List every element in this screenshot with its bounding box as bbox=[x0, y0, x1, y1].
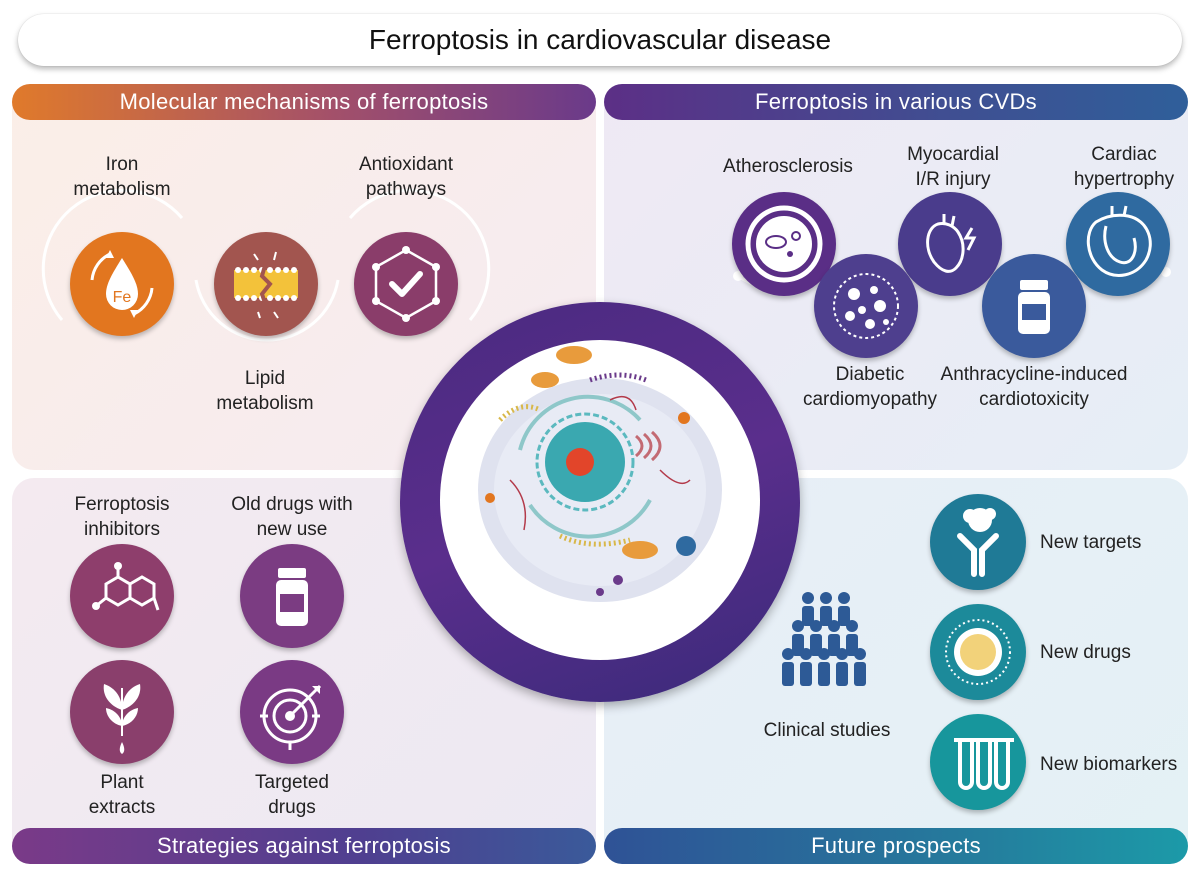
prospects-header: Future prospects bbox=[604, 828, 1188, 864]
enlarged-heart-icon bbox=[1066, 192, 1170, 296]
hypertrophy-label: Cardiac hypertrophy bbox=[1073, 144, 1175, 190]
targeted-label: Targeted drugs bbox=[255, 772, 329, 818]
molecule-icon bbox=[70, 544, 174, 648]
antioxidant-check-icon bbox=[354, 232, 458, 336]
old-drugs-label: Old drugs with new use bbox=[231, 494, 353, 540]
iron-metabolism-icon: Fe bbox=[70, 232, 174, 336]
clinical-studies-label: Clinical studies bbox=[763, 720, 891, 741]
target-arrow-icon bbox=[240, 660, 344, 764]
new-biomarkers-label: New biomarkers bbox=[1040, 754, 1178, 775]
lipid-label: Lipid metabolism bbox=[216, 368, 314, 414]
iron-symbol: Fe bbox=[113, 289, 132, 306]
antibody-icon bbox=[930, 494, 1026, 590]
liposome-icon bbox=[930, 604, 1026, 700]
center-label-text: Ferroptosis bbox=[525, 607, 675, 656]
iron-label: Iron metabolism bbox=[73, 154, 171, 200]
antioxidant-label: Antioxidant pathways bbox=[358, 154, 453, 200]
page-title: Ferroptosis in cardiovascular disease bbox=[18, 14, 1182, 66]
lipid-membrane-icon bbox=[214, 232, 318, 336]
atherosclerosis-vessel-icon bbox=[732, 192, 836, 296]
diabetic-cell-icon bbox=[814, 254, 918, 358]
anthracycline-label: Anthracycline-induced cardiotoxicity bbox=[940, 364, 1128, 410]
atherosclerosis-label: Atherosclerosis bbox=[723, 156, 853, 177]
strategies-header: Strategies against ferroptosis bbox=[12, 828, 596, 864]
plant-leaf-icon bbox=[70, 660, 174, 764]
new-targets-label: New targets bbox=[1040, 532, 1142, 553]
test-tubes-icon bbox=[930, 714, 1026, 810]
ferroptosis-ring-label: Ferroptosis bbox=[525, 607, 675, 656]
diabetic-label: Diabetic cardiomyopathy bbox=[802, 364, 938, 410]
cvds-header: Ferroptosis in various CVDs bbox=[604, 84, 1188, 120]
mechanism-arcs bbox=[41, 188, 491, 342]
heart-injury-icon bbox=[898, 192, 1002, 296]
new-drugs-label: New drugs bbox=[1040, 642, 1131, 663]
inhibitors-label: Ferroptosis inhibitors bbox=[74, 494, 170, 540]
plant-label: Plant extracts bbox=[88, 772, 156, 818]
clinical-people-icon bbox=[778, 590, 874, 702]
anthracycline-bottle-icon bbox=[982, 254, 1086, 358]
mechanisms-header: Molecular mechanisms of ferroptosis bbox=[12, 84, 596, 120]
drug-bottle-icon bbox=[240, 544, 344, 648]
svg-text:Ferroptosis: Ferroptosis bbox=[525, 607, 675, 656]
myocardial-label: Myocardial I/R injury bbox=[907, 144, 999, 190]
cell-illustration bbox=[478, 346, 722, 602]
